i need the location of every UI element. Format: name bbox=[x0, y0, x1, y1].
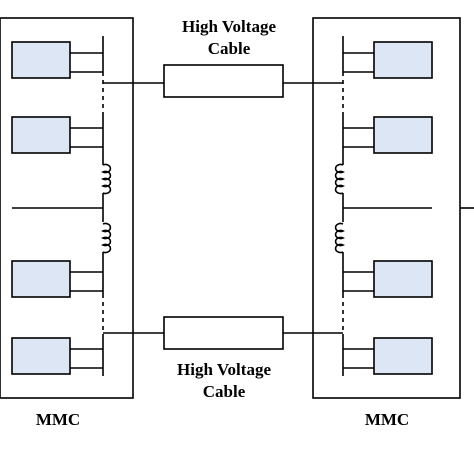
left-mmc-label: MMC bbox=[36, 410, 80, 429]
right-submodule-4 bbox=[373, 337, 433, 375]
left-lower-inductor bbox=[101, 222, 112, 254]
right-submodule-3 bbox=[373, 260, 433, 298]
top-cable-label-line1: High Voltage bbox=[182, 17, 276, 36]
left-submodule-4 bbox=[11, 337, 71, 375]
left-upper-inductor bbox=[101, 163, 112, 195]
top-cable-label-line2: Cable bbox=[208, 39, 251, 58]
left-submodule-2 bbox=[11, 116, 71, 154]
left-submodule-1 bbox=[11, 41, 71, 79]
top-cable-body bbox=[163, 64, 284, 98]
left-mmc-internals bbox=[11, 36, 133, 376]
bottom-cable-body bbox=[163, 316, 284, 350]
bottom-cable-label-line1: High Voltage bbox=[177, 360, 271, 379]
left-mmc-box bbox=[0, 17, 134, 399]
right-submodule-2 bbox=[373, 116, 433, 154]
right-mmc-label: MMC bbox=[365, 410, 409, 429]
left-submodule-3 bbox=[11, 260, 71, 298]
right-mmc-internals bbox=[313, 36, 433, 376]
right-lower-inductor bbox=[334, 222, 345, 254]
right-upper-inductor bbox=[334, 163, 345, 195]
bottom-cable-label-line2: Cable bbox=[203, 382, 246, 401]
right-submodule-1 bbox=[373, 41, 433, 79]
